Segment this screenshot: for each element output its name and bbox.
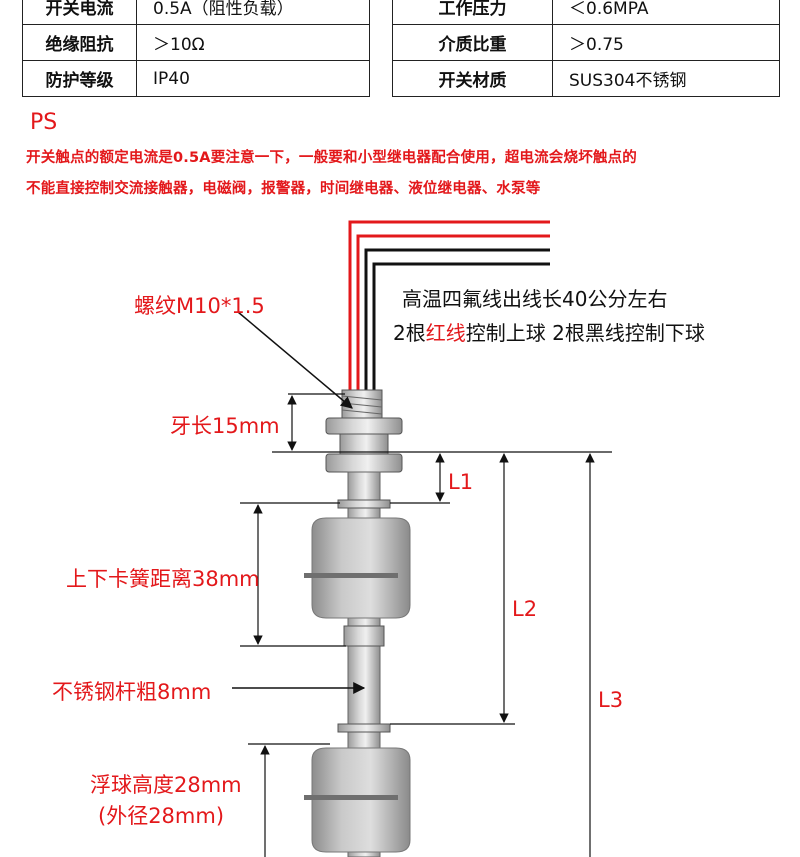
table-row: 开关电流 0.5A（阻性负载）	[22, 0, 370, 25]
spring-distance-label: 上下卡簧距离38mm	[66, 567, 260, 591]
spec-table-left: 开关电流 0.5A（阻性负载） 绝缘阻抗 ＞10Ω 防护等级 IP40	[22, 0, 370, 97]
wire-note-prefix: 2根	[393, 321, 426, 345]
l1-label: L1	[448, 470, 474, 494]
table-row: 介质比重 ＞0.75	[392, 24, 780, 61]
spec-key: 绝缘阻抗	[22, 24, 137, 61]
thread-spec-label: 螺纹M10*1.5	[134, 294, 265, 318]
float-height-dimension	[248, 743, 330, 857]
wire-note-line-2: 2根红线控制上球 2根黑线控制下球	[393, 317, 705, 346]
thread-length-label: 牙长15mm	[170, 414, 280, 438]
thread-length-dimension	[272, 393, 612, 453]
spec-key: 开关电流	[22, 0, 137, 25]
ps-note-line-1: 开关触点的额定电流是0.5A要注意一下，一般要和小型继电器配合使用，超电流会烧坏…	[26, 150, 638, 166]
ps-note-line-2: 不能直接控制交流接触器，电磁阀，报警器，时间继电器、液位继电器、水泵等	[26, 181, 541, 197]
wire-note-red-text: 红线	[425, 321, 466, 345]
l2-dimension	[390, 453, 515, 725]
float-height-label: 浮球高度28mm	[90, 773, 242, 797]
spec-value: SUS304不锈钢	[552, 60, 780, 97]
lead-wires	[348, 220, 550, 390]
spec-value: IP40	[136, 60, 370, 97]
threaded-head	[325, 389, 403, 473]
thread-leader-line	[237, 311, 353, 409]
l3-label: L3	[598, 688, 624, 712]
spec-key: 防护等级	[22, 60, 137, 97]
lower-float-ball	[304, 747, 411, 853]
l1-dimension	[390, 453, 450, 504]
upper-float-ball	[304, 517, 411, 619]
table-row: 工作压力 ＜0.6MPA	[392, 0, 780, 25]
l2-label: L2	[512, 597, 538, 621]
spec-key: 开关材质	[392, 60, 553, 97]
middle-collar	[343, 625, 385, 647]
spec-key: 工作压力	[392, 0, 553, 25]
lower-clip	[337, 723, 391, 733]
table-row: 开关材质 SUS304不锈钢	[392, 60, 780, 97]
spec-value: ＜0.6MPA	[552, 0, 780, 25]
spring-distance-dimension	[240, 502, 346, 647]
table-row: 绝缘阻抗 ＞10Ω	[22, 24, 370, 61]
wire-note-line-1: 高温四氟线出线长40公分左右	[402, 287, 668, 311]
rod-diameter-label: 不锈钢杆粗8mm	[52, 680, 212, 704]
table-row: 防护等级 IP40	[22, 60, 370, 97]
spec-table-right: 工作压力 ＜0.6MPA 介质比重 ＞0.75 开关材质 SUS304不锈钢	[392, 0, 780, 97]
ps-title: PS	[30, 110, 58, 135]
float-diameter-label: (外径28mm)	[98, 804, 225, 828]
upper-clip	[337, 499, 391, 509]
wire-note-suffix: 控制上球 2根黑线控制下球	[465, 321, 705, 345]
